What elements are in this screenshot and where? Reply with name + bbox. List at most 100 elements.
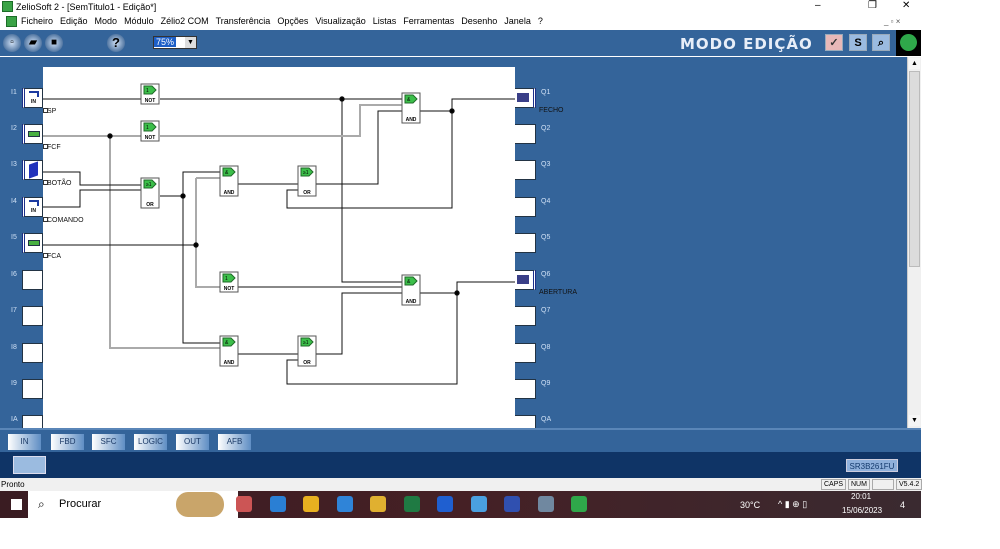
menu-item[interactable]: Modo	[94, 16, 118, 26]
wire[interactable]	[43, 171, 141, 186]
wire[interactable]	[160, 171, 220, 197]
menu-item[interactable]: ?	[537, 16, 543, 26]
output-block-qa[interactable]	[515, 415, 536, 428]
output-block-q2[interactable]	[515, 124, 536, 144]
module-icon[interactable]	[13, 456, 46, 474]
news-widget-icon[interactable]	[176, 492, 224, 517]
wire[interactable]	[182, 196, 220, 344]
taskbar-app-icon[interactable]	[571, 496, 587, 512]
or-gate[interactable]: ≥1OR	[140, 177, 160, 209]
input-block-i2[interactable]	[22, 124, 43, 144]
taskbar-app-icon[interactable]	[437, 496, 453, 512]
taskbar-app-icon[interactable]	[504, 496, 520, 512]
and-gate[interactable]: &AND	[401, 92, 421, 124]
taskbar-search[interactable]: ⌕ Procurar	[28, 491, 238, 518]
wire[interactable]	[316, 110, 402, 185]
wire[interactable]	[316, 292, 402, 355]
menu-item[interactable]: Módulo	[124, 16, 154, 26]
module-reference[interactable]: SR3B261FU	[846, 459, 898, 472]
input-block-ia[interactable]	[22, 415, 43, 428]
or-gate[interactable]: ≥1OR	[297, 335, 317, 367]
output-block-q3[interactable]	[515, 160, 536, 180]
simulation-button[interactable]: S	[849, 34, 867, 51]
wire[interactable]	[286, 293, 458, 385]
restore-button[interactable]: ❐	[868, 0, 877, 11]
taskbar-app-icon[interactable]	[269, 496, 286, 512]
weather[interactable]: 30°C	[740, 500, 761, 510]
output-block-q9[interactable]	[515, 379, 536, 399]
input-block-i3[interactable]	[22, 160, 43, 180]
output-block-q1[interactable]	[515, 88, 536, 108]
menu-item[interactable]: Opções	[277, 16, 309, 26]
input-block-i6[interactable]	[22, 270, 43, 290]
and-gate[interactable]: &AND	[401, 274, 421, 306]
wire[interactable]	[420, 281, 515, 294]
windows-start-icon[interactable]	[11, 499, 22, 510]
taskbar-app-icon[interactable]	[336, 496, 353, 512]
taskbar-app-icon[interactable]	[303, 496, 319, 512]
ladder-mode-icon[interactable]: ✓	[825, 34, 843, 51]
menu-item[interactable]: Edição	[60, 16, 88, 26]
menu-item[interactable]: Zélio2 COM	[160, 16, 209, 26]
open-folder-icon[interactable]: ▰	[24, 34, 42, 52]
scroll-up-icon[interactable]: ▲	[909, 58, 920, 69]
zoom-select[interactable]: 75%▼	[153, 36, 197, 49]
taskbar-app-icon[interactable]	[370, 496, 386, 512]
menu-item[interactable]: Janela	[504, 16, 531, 26]
and-gate[interactable]: &AND	[219, 165, 239, 197]
input-block-i5[interactable]	[22, 233, 43, 253]
fbd-sheet[interactable]	[43, 67, 515, 428]
input-block-i7[interactable]	[22, 306, 43, 326]
tab-sfc[interactable]: SFC	[92, 434, 125, 450]
notifications-icon[interactable]: 4	[900, 500, 906, 510]
and-gate[interactable]: &AND	[219, 335, 239, 367]
clock-time[interactable]: 20:01	[851, 492, 872, 501]
menu-item[interactable]: Listas	[372, 16, 397, 26]
tray-icons[interactable]: ^ ▮ ⊕ ▯	[778, 499, 808, 509]
help-icon[interactable]: ?	[107, 34, 125, 52]
tab-logic[interactable]: LOGIC	[134, 434, 167, 450]
scroll-down-icon[interactable]: ▼	[909, 415, 920, 426]
wire[interactable]	[160, 104, 402, 137]
scroll-thumb[interactable]	[909, 71, 920, 267]
save-icon[interactable]: ■	[45, 34, 63, 52]
output-block-q8[interactable]	[515, 343, 536, 363]
taskbar-app-icon[interactable]	[470, 496, 487, 512]
menu-item[interactable]: Desenho	[461, 16, 498, 26]
menu-item[interactable]: Ficheiro	[21, 16, 54, 26]
close-button[interactable]: ✕	[902, 0, 911, 11]
output-block-q7[interactable]	[515, 306, 536, 326]
input-block-i8[interactable]	[22, 343, 43, 363]
wire[interactable]	[195, 178, 220, 288]
tab-in[interactable]: IN	[8, 434, 41, 450]
new-file-icon[interactable]: ▫	[3, 34, 21, 52]
tab-fbd[interactable]: FBD	[51, 434, 84, 450]
input-block-i9[interactable]	[22, 379, 43, 399]
clock-date[interactable]: 15/06/2023	[842, 506, 883, 515]
wire[interactable]	[420, 98, 515, 112]
wire[interactable]	[109, 136, 220, 349]
zoom-search-icon[interactable]: ⌕	[872, 34, 890, 51]
taskbar-app-icon[interactable]	[236, 496, 252, 512]
output-block-q6[interactable]	[515, 270, 536, 290]
menu-item[interactable]: Visualização	[315, 16, 366, 26]
wire[interactable]	[341, 99, 402, 283]
taskbar-app-icon[interactable]	[537, 496, 554, 512]
input-block-i1[interactable]: IN	[22, 88, 43, 108]
output-block-q5[interactable]	[515, 233, 536, 253]
vertical-scrollbar[interactable]: ▲ ▼	[907, 57, 921, 428]
or-gate[interactable]: ≥1OR	[297, 165, 317, 197]
minimize-button[interactable]: –	[815, 0, 821, 11]
wire[interactable]	[286, 111, 453, 209]
menu-item[interactable]: Transferência	[215, 16, 271, 26]
menu-item[interactable]: Ferramentas	[403, 16, 455, 26]
tab-out[interactable]: OUT	[176, 434, 209, 450]
input-block-i4[interactable]: IN	[22, 197, 43, 217]
output-block-q4[interactable]	[515, 197, 536, 217]
taskbar-app-icon[interactable]	[403, 496, 420, 512]
tab-afb[interactable]: AFB	[218, 434, 251, 450]
